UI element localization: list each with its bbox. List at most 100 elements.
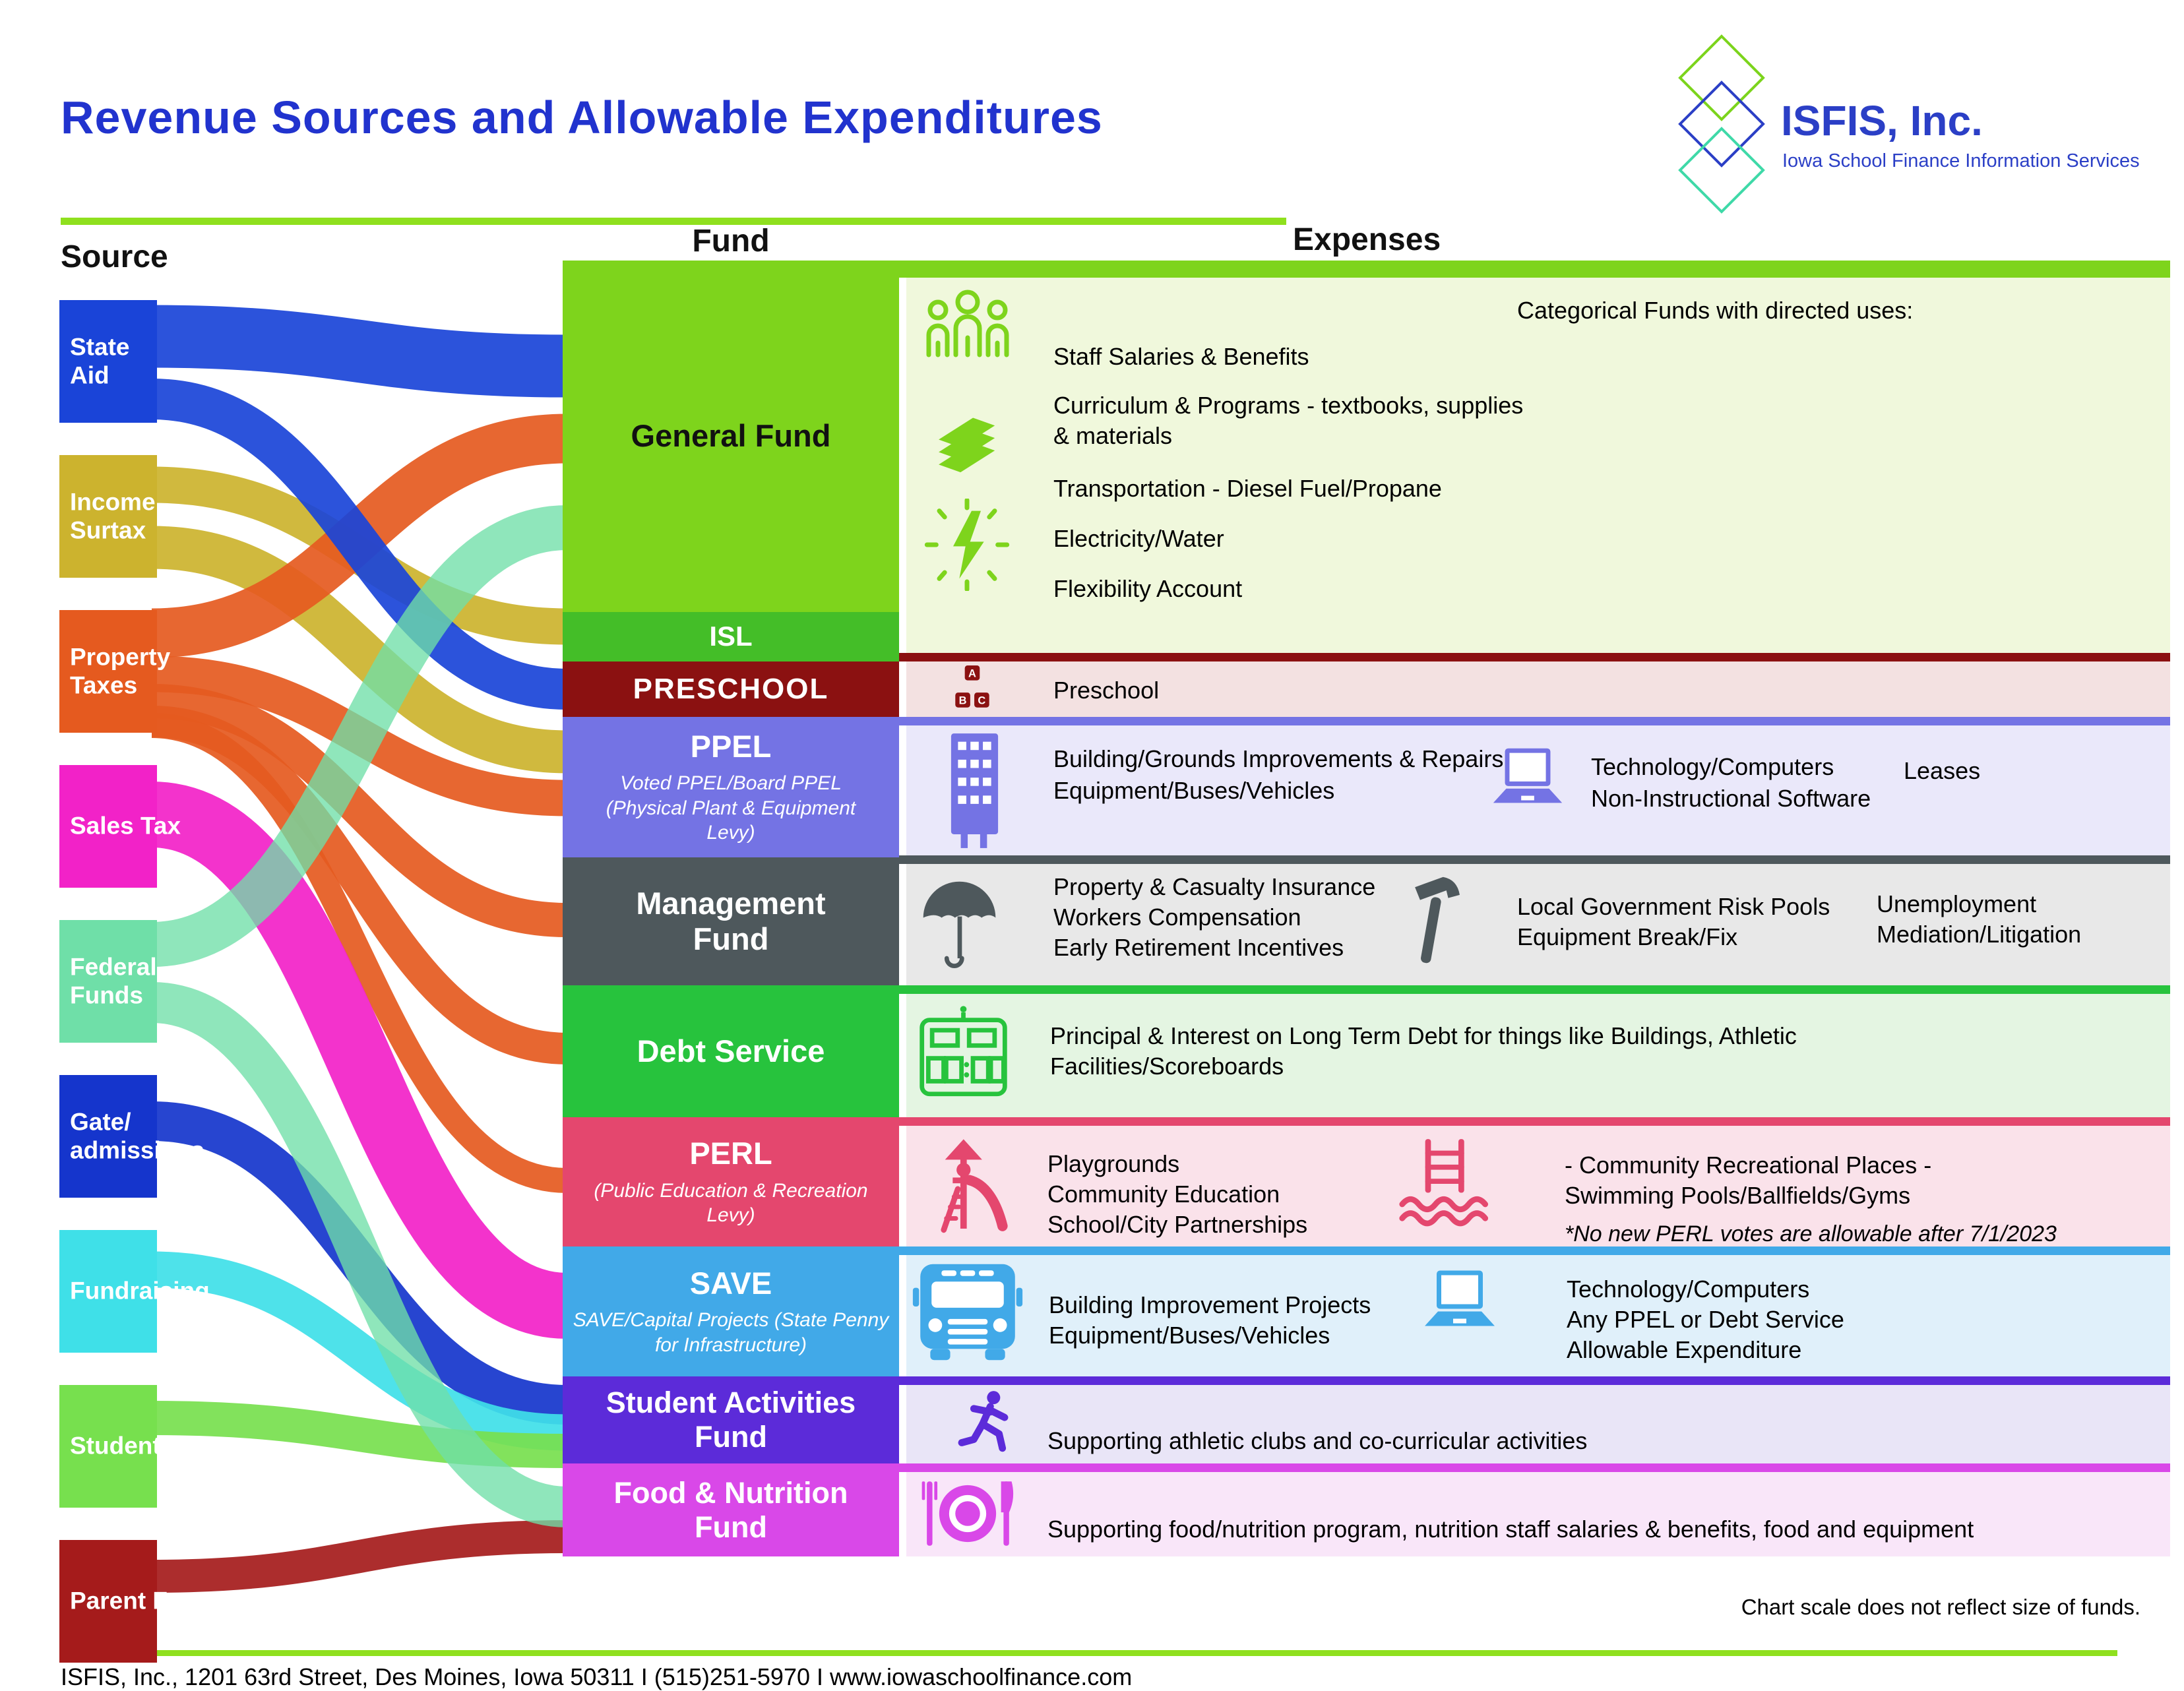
fund-label: SAVE: [689, 1265, 772, 1301]
source-label: Gate/admissions: [70, 1108, 204, 1163]
ribbon-income-surtax-to-ppel: [151, 526, 568, 774]
row-strip-save: [899, 1246, 2170, 1255]
source-box-fundraising: Fundraising: [59, 1230, 210, 1353]
scoreboard-icon: [920, 1006, 1007, 1097]
row-strip-management: [899, 855, 2170, 864]
fund-label: Management Fund: [636, 885, 826, 956]
fund-label: PERL: [689, 1136, 772, 1171]
row-strip-student-activities: [899, 1376, 2170, 1385]
ribbon-federal-funds-to-general-fund: [150, 505, 569, 967]
ribbon-federal-funds-to-food-nutrition: [150, 982, 569, 1527]
fund-label: Debt Service: [637, 1033, 825, 1068]
svg-text:B: B: [959, 695, 967, 707]
ppel-item: Technology/Computers: [1591, 753, 1834, 780]
source-label: Fundraising: [70, 1277, 210, 1305]
row-strip-preschool: [899, 653, 2170, 661]
panel-save: [906, 1255, 2170, 1376]
scale-note: Chart scale does not reflect size of fun…: [1741, 1595, 2140, 1619]
footer-divider: [61, 1650, 2117, 1656]
management-item: Property & Casualty Insurance: [1053, 873, 1376, 900]
ribbon-fundraising-to-student-activities: [151, 1251, 568, 1451]
perl-item: School/City Partnerships: [1047, 1211, 1308, 1238]
perl-item: Swimming Pools/Ballfields/Gyms: [1565, 1182, 1911, 1209]
management-item: Early Retirement Incentives: [1053, 934, 1344, 961]
column-header-expenses: Expenses: [1293, 222, 1441, 257]
panel-perl: [906, 1126, 2170, 1246]
source-box-sales-tax: Sales Tax: [59, 765, 181, 888]
fund-label: Food & Nutrition Fund: [613, 1475, 848, 1544]
fund-box-save: SAVE SAVE/Capital Projects (State Penny …: [563, 1246, 899, 1376]
management-item: Unemployment: [1877, 890, 2037, 917]
footer-contact: ISFIS, Inc., 1201 63rd Street, Des Moine…: [61, 1663, 1133, 1690]
management-item: Equipment Break/Fix: [1517, 923, 1738, 950]
fund-subtitle: (Public Education & Recreation Levy): [594, 1179, 868, 1227]
ribbon-state-aid-to-general-fund: [151, 305, 568, 398]
fund-box-general: General Fund: [563, 261, 899, 612]
svg-text:A: A: [968, 668, 976, 680]
food-item: Supporting food/nutrition program, nutri…: [1047, 1516, 1974, 1543]
fund-subtitle: Voted PPEL/Board PPEL (Physical Plant & …: [606, 772, 856, 844]
ribbon-student-fees-to-student-activities: [151, 1401, 568, 1468]
staff-people-icon: [926, 290, 1009, 357]
school-bus-icon: [912, 1264, 1023, 1361]
umbrella-icon: [923, 881, 996, 968]
fund-box-isl: ISL: [563, 612, 899, 661]
ppel-item: Equipment/Buses/Vehicles: [1053, 777, 1335, 804]
logo-tagline: Iowa School Finance Information Services: [1782, 150, 2140, 171]
runner-icon: [958, 1391, 1009, 1452]
general-item: Curriculum & Programs - textbooks, suppl…: [1053, 392, 1524, 450]
playground-slide-icon: [941, 1139, 1008, 1233]
panel-general-fund: [906, 278, 2170, 653]
fund-box-ppel: PPEL Voted PPEL/Board PPEL (Physical Pla…: [563, 717, 899, 857]
panel-student-activities: [906, 1385, 2170, 1463]
fund-box-food-nutrition: Food & Nutrition Fund: [563, 1463, 899, 1556]
ribbon-sales-tax-to-save: [150, 782, 569, 1339]
management-item: Mediation/Litigation: [1877, 921, 2082, 948]
books-icon: [939, 417, 995, 473]
fund-label: Student Activities Fund: [606, 1386, 856, 1454]
source-label: Sales Tax: [70, 812, 181, 840]
ppel-item: Building/Grounds Improvements & Repairs: [1053, 745, 1504, 772]
ppel-item: Leases: [1904, 757, 1981, 784]
source-box-gate-admissions: Gate/admissions: [59, 1075, 204, 1198]
row-strip-ppel: [899, 717, 2170, 725]
row-strip-food-nutrition: [899, 1463, 2170, 1472]
row-strip-perl: [899, 1117, 2170, 1126]
ribbon-property-taxes-to-perl: [151, 713, 568, 1193]
source-box-student-fees: Student Fees: [59, 1385, 223, 1508]
swimming-pool-icon: [1399, 1139, 1489, 1227]
page-title: Revenue Sources and Allowable Expenditur…: [61, 92, 1103, 143]
management-item: Local Government Risk Pools: [1517, 893, 1830, 920]
fund-box-perl: PERL (Public Education & Recreation Levy…: [563, 1117, 899, 1246]
ribbon-property-taxes-to-management-fund: [151, 684, 568, 937]
hammer-icon: [1415, 876, 1460, 964]
save-item: Allowable Expenditure: [1567, 1336, 1802, 1363]
management-item: Workers Compensation: [1053, 904, 1301, 931]
logo-name: ISFIS, Inc.: [1781, 97, 1983, 144]
panel-debt-service: [906, 994, 2170, 1117]
save-item: Any PPEL or Debt Service: [1567, 1306, 1844, 1333]
electricity-bolt-icon: [924, 499, 1010, 591]
fund-subtitle: SAVE/Capital Projects (State Penny for I…: [573, 1309, 889, 1356]
perl-item: Community Education: [1047, 1181, 1280, 1208]
save-item: Building Improvement Projects: [1049, 1291, 1371, 1318]
ppel-item: Non-Instructional Software: [1591, 785, 1871, 812]
column-header-source: Source: [61, 239, 168, 274]
panel-preschool: [906, 661, 2170, 717]
abc-blocks-icon: A B C: [955, 665, 989, 708]
perl-item: Playgrounds: [1047, 1150, 1180, 1177]
fund-box-management: Management Fund: [563, 857, 899, 985]
fund-label: General Fund: [631, 418, 831, 454]
ribbon-state-aid-to-preschool: [151, 379, 568, 710]
column-header-fund: Fund: [692, 224, 770, 259]
general-item: Electricity/Water: [1053, 525, 1224, 552]
laptop-icon: [1493, 748, 1563, 803]
source-box-parent-fees: Parent Fees: [59, 1540, 208, 1663]
fund-label: PPEL: [690, 729, 772, 764]
